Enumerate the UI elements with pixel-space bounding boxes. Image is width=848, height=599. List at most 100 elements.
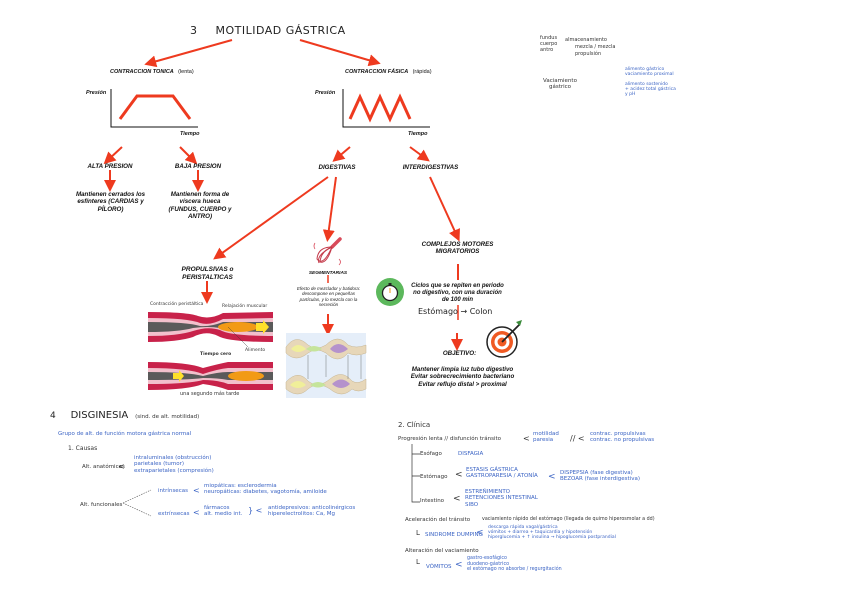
tonica-x-axis: Tiempo xyxy=(180,131,200,137)
intestino-label: Intestino xyxy=(420,498,445,504)
section4-title-text: DISGINESIA xyxy=(70,410,129,421)
fig-caption: una segundo más tarde xyxy=(180,391,240,397)
clinica-intro: Progresión lenta // disfunción tránsito xyxy=(398,436,501,442)
segmentarias-desc: Efecto de mezclador y batidora: descompo… xyxy=(296,286,361,308)
intrinsecas-list: miopáticas: esclerodermia neuropáticas: … xyxy=(204,483,327,496)
tonica-note: (lenta) xyxy=(178,69,194,75)
arrow-dig-segmentarias xyxy=(322,176,337,242)
estomago-sub-item: DISPEPSIA (fase digestiva) xyxy=(560,470,633,476)
segmentation-figure xyxy=(285,333,367,398)
esofago-value: DISFAGIA xyxy=(458,451,484,457)
causas-heading: 1. Causas xyxy=(68,445,98,452)
intestino-item: ESTREÑIMIENTO xyxy=(465,489,511,495)
side-note-v1: alimento gástrico vaciamiento proximal xyxy=(625,67,674,77)
objetivo-item: Mantener limpia luz tubo digestivo xyxy=(411,366,514,373)
intro-branch: paresia xyxy=(533,437,554,444)
clinica-intro-branches: motilidad paresia xyxy=(533,431,559,444)
side-note-line: antro xyxy=(540,46,554,53)
section4-definition: Grupo de alt. de función motora gástrica… xyxy=(58,431,192,437)
fasica-graph xyxy=(342,89,430,128)
anatomicas-label: Alt. anatómicas xyxy=(82,464,125,470)
anatomicas-item: intraluminales (obstrucción) xyxy=(134,455,212,461)
fasica-label-text: CONTRACCION FÁSICA xyxy=(345,69,409,75)
objetivo-label: OBJETIVO: xyxy=(442,350,477,357)
brace-icon: < xyxy=(476,528,484,538)
brace-icon: < xyxy=(193,508,200,517)
objetivo-list: Mantener limpia luz tubo digestivo Evita… xyxy=(400,366,525,388)
vomitos-item: el estómago no absorbe / regurgitación xyxy=(467,567,562,573)
fig-relajacion-label: Relajación muscular xyxy=(222,304,268,309)
arrow-l-icon: L xyxy=(416,529,420,537)
alta-presion-desc: Mantienen cerrados los esfínteres (CARDI… xyxy=(75,191,146,213)
clinica-heading: 2. Clínica xyxy=(398,421,431,429)
intestino-list: ESTREÑIMIENTO RETENCIONES INTESTINAL SIB… xyxy=(465,489,538,508)
tonica-graph xyxy=(110,89,198,128)
fig-tiempo-label: Tiempo cero xyxy=(200,352,232,357)
brace-icon: < xyxy=(455,470,463,480)
aceleracion-desc: vaciamiento rápido del estómago (llegada… xyxy=(482,517,655,522)
tonica-label: CONTRACCION TONICA (lenta) xyxy=(110,69,194,76)
brace-icon: // < xyxy=(570,434,585,443)
segmentarias-label: SEGMENTARIAS xyxy=(308,271,348,276)
side-notes-regions: fundus cuerpo antro xyxy=(540,35,558,53)
alteracion-label: Alteración del vaciamiento xyxy=(405,548,479,554)
estomago-item: ESTASIS GÁSTRICA xyxy=(466,467,518,473)
tonica-y-axis: Presión xyxy=(86,90,107,96)
anatomicas-item: extraparietales (compresión) xyxy=(134,467,214,474)
arrow-dig-propulsivas xyxy=(213,176,329,260)
vomitos-item: gastro-esofágico xyxy=(467,556,507,561)
side-note-vaciamiento: Vaciamiento gástrico xyxy=(543,78,577,91)
intro-branch2: contrac. no propulsivas xyxy=(590,437,655,444)
section4-number: 4 xyxy=(50,411,56,421)
funcionales-label: Alt. funcionales xyxy=(80,502,123,508)
direction-arrow-bottom xyxy=(173,370,184,382)
side-note-v2b: + acidez total gástrica xyxy=(625,87,676,93)
intestino-item: RETENCIONES INTESTINAL xyxy=(465,495,538,502)
brace-icon: < xyxy=(453,494,461,504)
extrinsecas-more-item: hiperelectrolitos: Ca, Mg xyxy=(268,511,335,518)
tonica-axes xyxy=(110,89,198,128)
side-note-v2: alimento sostenido + acidez total gástri… xyxy=(625,82,676,98)
interdigestivas-label: INTERDIGESTIVAS xyxy=(402,164,459,171)
vomitos-item: duodeno-gástrico xyxy=(467,561,510,567)
brace-icon: < xyxy=(523,434,530,443)
direction-arrow-top xyxy=(256,320,269,334)
brace-icon: < xyxy=(193,486,200,495)
side-note-v2a: alimento sostenido xyxy=(625,82,668,87)
baja-presion-desc: Mantienen forma de víscera hueca (FUNDUS… xyxy=(168,191,232,221)
intrinsecas-item: neuropáticas: diabetes, vagotomía, amilo… xyxy=(204,489,327,496)
dumping-label: SINDROME DUMPING xyxy=(425,532,483,538)
extrinsecas-item: alt. medio int. xyxy=(204,511,243,518)
clinica-tree-line xyxy=(411,444,420,503)
extrinsecas-more-item: antidepresivos: anticolinérgicos xyxy=(268,505,356,511)
estomago-sub-item: BEZOAR (fase interdigestiva) xyxy=(560,476,640,483)
arrow-l-icon: L xyxy=(416,558,420,566)
fasica-curve xyxy=(348,93,412,123)
arrow-fasica-inter xyxy=(409,146,430,162)
tonica-label-text: CONTRACCION TONICA xyxy=(110,69,174,75)
brace-icon: < xyxy=(118,462,125,471)
fasica-x-axis: Tiempo xyxy=(408,131,428,137)
extrinsecas-more: antidepresivos: anticolinérgicos hiperel… xyxy=(268,505,355,518)
complejos-label: COMPLEJOS MOTORES MIGRATORIOS xyxy=(421,241,494,256)
side-note-v2c: y pH xyxy=(625,92,636,98)
dumping-item: vómitos + diarrea + taquicardia y hipote… xyxy=(488,530,593,536)
intrinsecas-label: intrínsecas xyxy=(158,488,188,494)
arrow-inter-complejos xyxy=(429,176,460,242)
fasica-note: (rápida) xyxy=(412,69,432,75)
side-note-branch1: almacenamiento xyxy=(565,37,607,43)
fasica-y-axis: Presión xyxy=(315,90,336,96)
side-note-line: cuerpo xyxy=(540,40,558,47)
tonica-curve xyxy=(118,94,192,120)
intro-branch: motilidad xyxy=(533,431,559,437)
fig-contraccion-label: Contracción peristáltica xyxy=(150,302,204,307)
clinica-intro-branches2: contrac. propulsivas contrac. no propuls… xyxy=(590,431,654,444)
branch-lines xyxy=(122,489,152,517)
arrow-title-tonica xyxy=(144,39,233,68)
estomago-label: Estómago xyxy=(420,474,448,480)
section3-title: 3 MOTILIDAD GÁSTRICA xyxy=(190,24,346,37)
brace-icon: < xyxy=(548,472,556,482)
brace-icon: } < xyxy=(248,506,263,515)
objetivo-item: Evitar sobrecrecimiento bacteriano xyxy=(410,373,515,381)
